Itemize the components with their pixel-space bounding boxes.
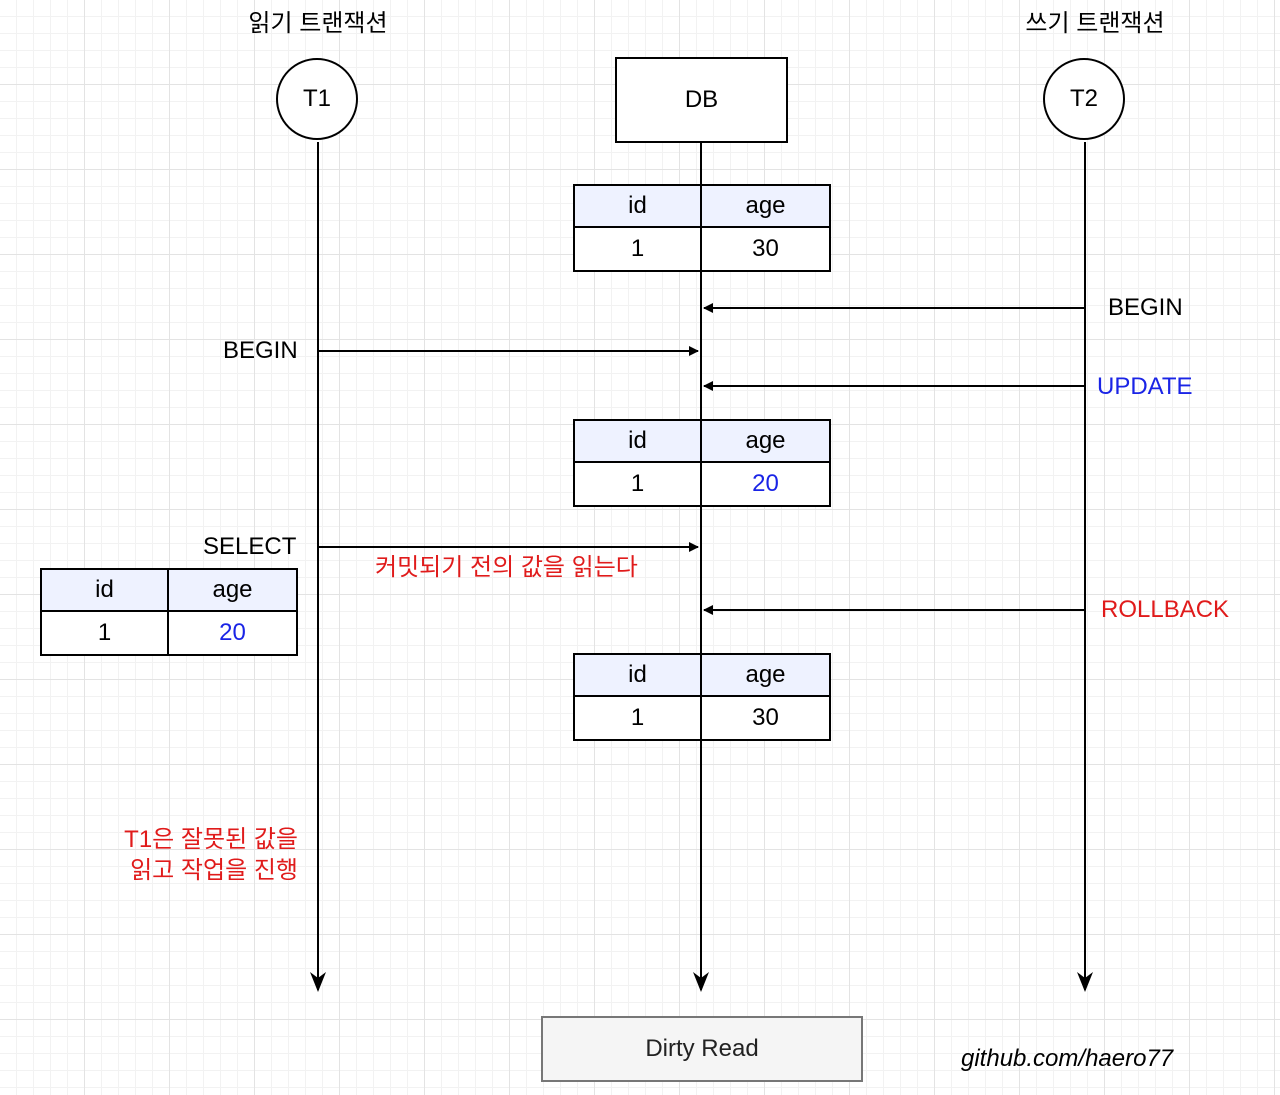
table-cell-id: 1 (575, 463, 702, 505)
db-table-rolled-back: id age 1 30 (573, 653, 831, 741)
table-header-age: age (702, 421, 829, 463)
db-table-initial: id age 1 30 (573, 184, 831, 272)
table-header-id: id (42, 570, 169, 612)
table-header-id: id (575, 655, 702, 697)
table-cell-age: 30 (752, 704, 779, 731)
table-header-age: age (702, 186, 829, 228)
t1-select-label: SELECT (203, 533, 297, 560)
diagram-caption: Dirty Read (541, 1016, 863, 1082)
credit-watermark: github.com/haero77 (961, 1045, 1174, 1072)
table-header-age: age (702, 655, 829, 697)
table-cell-id: 1 (575, 228, 702, 270)
table-header-id: id (575, 421, 702, 463)
dirty-read-note-line2: 읽고 작업을 진행 (130, 857, 298, 884)
write-transaction-title: 쓰기 트랜잭션 (1025, 10, 1165, 37)
table-cell-age: 20 (752, 470, 779, 497)
table-cell-age: 30 (752, 235, 779, 262)
select-note: 커밋되기 전의 값을 읽는다 (375, 554, 638, 581)
t2-node: T2 (1043, 58, 1125, 140)
t1-begin-label: BEGIN (223, 337, 298, 364)
t2-update-label: UPDATE (1097, 373, 1193, 400)
t2-rollback-label: ROLLBACK (1101, 596, 1230, 623)
table-cell-id: 1 (575, 697, 702, 739)
t1-read-table: id age 1 20 (40, 568, 298, 656)
table-cell-id: 1 (42, 612, 169, 654)
db-node: DB (615, 57, 788, 143)
table-header-age: age (169, 570, 296, 612)
db-table-updated: id age 1 20 (573, 419, 831, 507)
table-cell-age: 20 (219, 619, 246, 646)
t2-begin-label: BEGIN (1108, 294, 1183, 321)
t1-node: T1 (276, 58, 358, 140)
read-transaction-title: 읽기 트랜잭션 (248, 10, 388, 37)
table-header-id: id (575, 186, 702, 228)
dirty-read-note-line1: T1은 잘못된 값을 (124, 826, 298, 853)
